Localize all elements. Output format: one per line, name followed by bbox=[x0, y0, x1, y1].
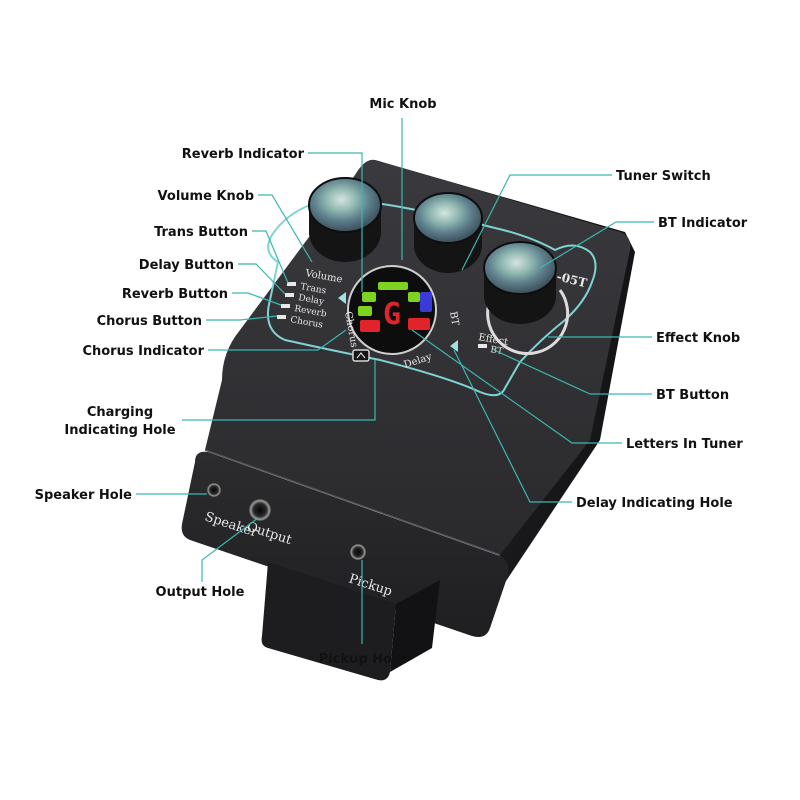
leader-volume-knob bbox=[258, 194, 313, 263]
callout-output-hole: Output Hole bbox=[156, 585, 245, 600]
trans-button-icon[interactable] bbox=[287, 282, 296, 286]
leader-trans-button bbox=[252, 230, 289, 284]
tuner-letter: G bbox=[383, 297, 401, 332]
callout-reverb-button: Reverb Button bbox=[122, 287, 228, 302]
callout-reverb-indicator: Reverb Indicator bbox=[182, 147, 305, 162]
leader-delay-button bbox=[238, 263, 286, 295]
leader-charging bbox=[182, 360, 376, 421]
tuner-segment-blue bbox=[420, 292, 432, 312]
chorus-button-icon[interactable] bbox=[277, 315, 286, 319]
callout-delay-indicating-hole: Delay Indicating Hole bbox=[576, 496, 733, 511]
body-edge-highlight bbox=[204, 449, 501, 556]
leader-delay-hole bbox=[453, 349, 572, 503]
pickup-jack[interactable] bbox=[350, 544, 366, 560]
mic-knob[interactable] bbox=[413, 192, 483, 273]
delay-indicator-light bbox=[450, 340, 458, 352]
tuner-segment-green-top bbox=[378, 282, 408, 290]
callout-trans-button: Trans Button bbox=[154, 225, 248, 240]
leader-bt-button bbox=[493, 349, 652, 395]
label-trans[interactable]: Trans bbox=[299, 282, 327, 296]
leader-tuner-switch bbox=[461, 174, 612, 271]
delay-button-icon[interactable] bbox=[285, 293, 294, 297]
tuner-segment-red-left bbox=[360, 320, 380, 332]
label-delay-button[interactable]: Delay bbox=[297, 293, 325, 307]
tuner-segment-green-right1 bbox=[408, 292, 420, 302]
callout-charging-line2: Indicating Hole bbox=[64, 423, 175, 438]
callout-letters-in-tuner: Letters In Tuner bbox=[626, 437, 743, 452]
speaker-jack[interactable] bbox=[207, 483, 221, 497]
callout-labels: Mic Knob Reverb Indicator Tuner Switch V… bbox=[35, 97, 748, 667]
tuner-display: G bbox=[347, 265, 437, 355]
leader-lines bbox=[136, 118, 654, 644]
charging-indicating-hole bbox=[352, 349, 370, 362]
bt-button-icon[interactable] bbox=[478, 344, 487, 348]
charging-icon bbox=[356, 352, 366, 359]
label-bt-small: BT bbox=[447, 311, 460, 327]
callout-chorus-button: Chorus Button bbox=[97, 314, 202, 329]
callout-charging-line1: Charging bbox=[87, 405, 153, 420]
callout-pickup-hole: Pickup Hole bbox=[319, 652, 406, 667]
callout-delay-button: Delay Button bbox=[139, 258, 234, 273]
callout-chorus-indicator: Chorus Indicator bbox=[82, 344, 204, 359]
body-peg bbox=[261, 562, 396, 681]
volume-knob[interactable] bbox=[308, 177, 382, 262]
callout-tuner-switch: Tuner Switch bbox=[616, 169, 711, 184]
leader-bt-indicator bbox=[539, 221, 654, 269]
control-panel-outline bbox=[266, 200, 597, 397]
leader-output-hole bbox=[201, 517, 259, 582]
callout-effect-knob: Effect Knob bbox=[656, 331, 740, 346]
tuner-segment-red-right bbox=[408, 318, 430, 330]
body-peg-edge bbox=[390, 580, 440, 672]
callout-mic-knob: Mic Knob bbox=[369, 97, 436, 112]
tuner-segment-green-left1 bbox=[362, 292, 376, 302]
effect-knob[interactable] bbox=[483, 241, 570, 356]
leader-chorus-button bbox=[206, 315, 278, 321]
output-jack[interactable] bbox=[249, 499, 271, 521]
callout-bt-indicator: BT Indicator bbox=[658, 216, 748, 231]
callout-speaker-hole: Speaker Hole bbox=[35, 488, 133, 503]
leader-letters-in-tuner bbox=[411, 329, 622, 444]
button-icons bbox=[277, 282, 296, 319]
reverb-indicator-light bbox=[338, 292, 346, 304]
leader-reverb-button bbox=[232, 292, 282, 306]
leader-chorus-indicator bbox=[208, 329, 347, 351]
leader-reverb-indicator bbox=[308, 152, 363, 292]
tuner-segment-green-left2 bbox=[358, 306, 372, 316]
callout-bt-button: BT Button bbox=[656, 388, 729, 403]
callout-volume-knob: Volume Knob bbox=[158, 189, 254, 204]
reverb-button-icon[interactable] bbox=[281, 304, 290, 308]
